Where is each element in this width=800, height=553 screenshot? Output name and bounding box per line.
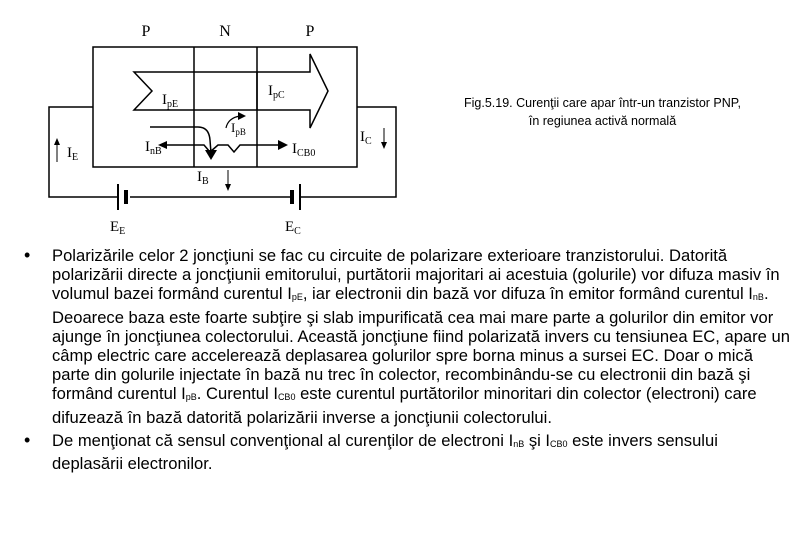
- emitter-circuit-wire: [48, 106, 118, 198]
- label-ic: IC: [360, 129, 372, 147]
- label-icb0: ICB0: [292, 141, 315, 159]
- icb0-arrowhead: [278, 140, 288, 150]
- recombination-arrowhead: [238, 112, 246, 120]
- label-ipb: IpB: [231, 120, 246, 137]
- bullet-polarization: Polarizările celor 2 joncţiuni se fac cu…: [22, 246, 790, 427]
- label-ec: EC: [285, 219, 301, 237]
- label-ipe: IpE: [162, 92, 178, 110]
- ie-arrowhead: [54, 138, 60, 145]
- ic-arrowhead: [381, 142, 387, 149]
- bullet-list: Polarizările celor 2 joncţiuni se fac cu…: [22, 246, 790, 477]
- ipb-arrowhead: [205, 150, 217, 160]
- electron-zigzag: [196, 144, 280, 154]
- label-inb: InB: [145, 139, 162, 157]
- region-label-emitter-p: P: [142, 23, 151, 40]
- ipb-arrow: [150, 126, 212, 154]
- figure-caption-line-2: în regiunea activă normală: [528, 114, 677, 128]
- pnp-transistor-diagram: P N P IpE IpC IpB InB ICB0 IE IC IB EE E…: [48, 23, 397, 237]
- region-label-collector-p: P: [306, 23, 315, 40]
- figure-caption: Fig.5.19. Curenţii care apar într-un tra…: [420, 94, 785, 130]
- collector-circuit-wire: [300, 106, 397, 198]
- label-ib: IB: [197, 169, 209, 187]
- ib-arrowhead: [225, 184, 231, 191]
- region-label-base-n: N: [219, 23, 231, 40]
- hole-flow-arrow: [132, 53, 329, 129]
- transistor-body: [92, 46, 358, 168]
- inb-arrowhead-left: [158, 141, 167, 149]
- label-ie: IE: [67, 145, 78, 163]
- bullet-conventional-direction: De menţionat că sensul convenţional al c…: [22, 431, 790, 473]
- label-ee: EE: [110, 219, 125, 237]
- label-ipc: IpC: [268, 83, 285, 101]
- figure-caption-line-1: Fig.5.19. Curenţii care apar într-un tra…: [464, 96, 741, 110]
